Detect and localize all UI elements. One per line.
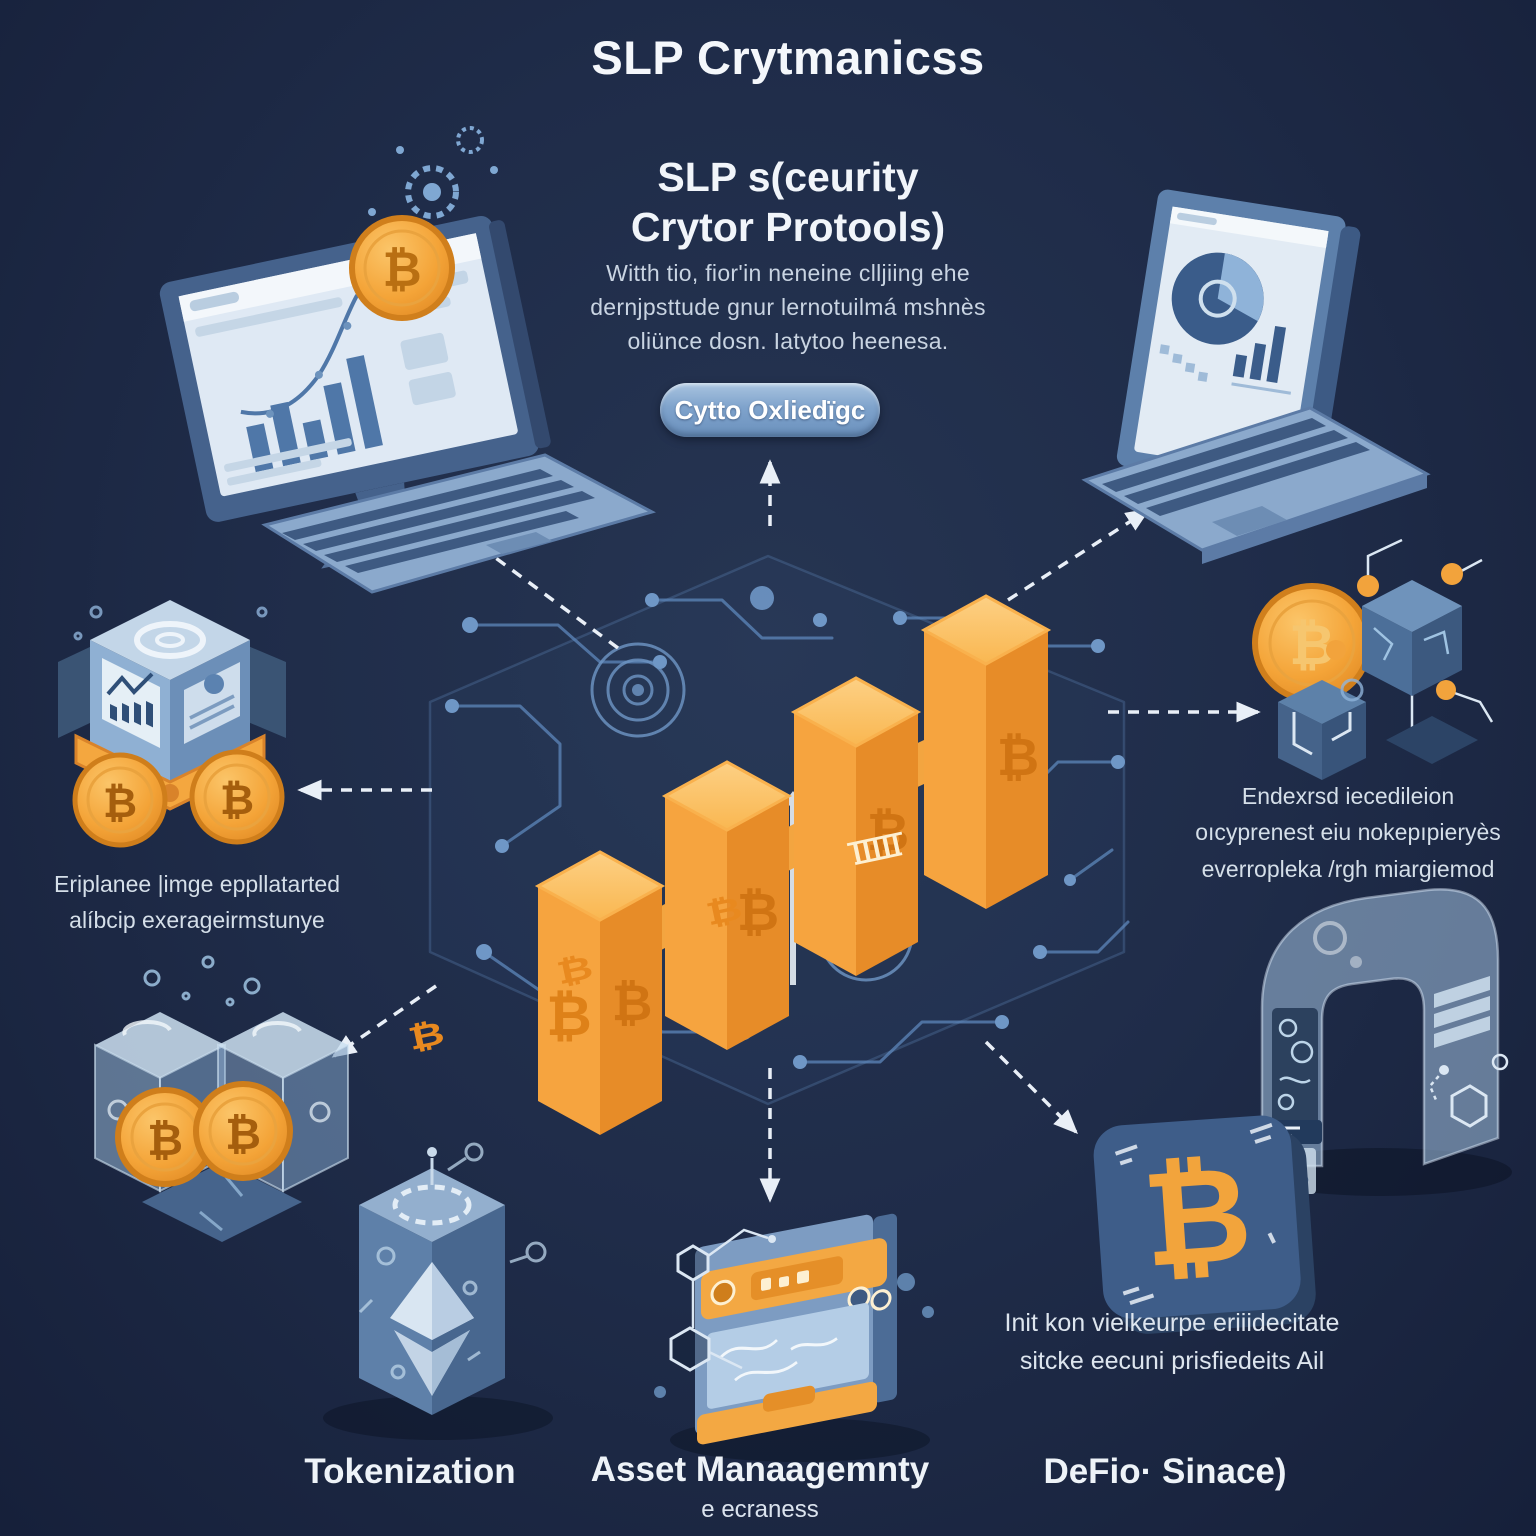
right-note-line-3: everropleka /rgh miargiemod [1201,855,1495,882]
bottom-right-note: Init kon vielkeurpe eriiidecitate sitcke… [952,1304,1392,1380]
label-tokenization: Tokenization [304,1452,516,1491]
eth-block-top [359,1168,505,1242]
monitor-illustration: ₿ [159,126,656,594]
intro-line-3: oliünce dosn. Iatytoo heenesa. [627,328,949,355]
card-face [1093,1115,1301,1319]
block-4: ₿ [846,594,1052,909]
label-asset-management: Asset Manaagemnty e ecraness [580,1450,940,1524]
bubbles [73,605,268,641]
page-title-text: SLP Crytmanicss [591,31,985,84]
bitcoin-icon: ₿ [703,890,746,934]
keyboard [261,453,656,594]
label-defi: DeFio· Sinace) [1043,1452,1287,1491]
platform-tile [1386,716,1478,764]
right-note-line-2: oıcyprenest eiu nokepıpieryès [1195,819,1501,846]
coin-cubes-illustration: ₿ [1252,538,1494,780]
robot-top-ring [134,621,206,659]
cube-upper [1362,580,1462,696]
bitcoin-icon: ₿ [103,778,137,827]
bitcoin-icon: ₿ [612,974,653,1032]
block-2: ₿ ₿ [553,760,793,1050]
circuit-spiral-left [590,642,686,738]
bitcoin-coin-wheel: ₿ [72,752,168,848]
arrow-to-glass-cubes [331,984,437,1058]
bitcoin-coin-wheel: ₿ [189,749,285,845]
bubbles [143,955,261,1007]
page-title: SLP Crytmanicss [268,30,1308,85]
right-note-line-1: Endexrsd iecedileion [1241,783,1455,809]
top-ring [392,1184,472,1226]
arch-body [1260,888,1500,1168]
eth-block-illustration [323,1142,553,1440]
console-screen [707,1303,869,1409]
screen-bar-chart [1232,325,1286,383]
bitcoin-icon: ₿ [997,728,1039,788]
ethereum-icon [390,1262,474,1396]
label-asset-management-sub: e ecraness [701,1496,819,1523]
subtitle-line-1: SLP s(ceurity [657,154,919,200]
arch-right-panel [1428,976,1509,1128]
bitcoin-icon: ₿ [220,775,254,824]
console-tray [697,1381,877,1445]
laptop-illustration [1081,189,1431,564]
console-illustration [654,1213,934,1462]
bitcoin-icon: ₿ [225,1109,261,1160]
intro-line-1: Witth tio, fior'in neneine clljiing ehe [606,260,970,286]
bitcoin-icon: ₿ [737,883,779,943]
intro-line-2: dernjpsttude gnur lernotuilmá mshnès [590,294,986,321]
cart-icon [846,831,903,866]
arrow-to-laptop [1007,508,1151,602]
subtitle-line-2: Crytor Protools) [630,204,946,251]
screen-pie-chart [1171,252,1264,345]
robot-chart-panel [102,658,160,748]
left-note: Eriplanee |imge eppllatarted alíbcip exe… [12,866,382,939]
left-note-line-1: Eriplanee |imge eppllatarted [54,871,340,897]
btc-card-illustration: ₿ [1093,1115,1316,1334]
bitcoin-icon: ₿ [147,1115,183,1166]
bitcoin-icon: ₿ [1138,1137,1256,1298]
robot-screen-panel [184,662,240,744]
touchpad [486,532,552,554]
glass-cubes-illustration: ₿ ₿ [94,955,349,1242]
hexagon-icon [669,1244,711,1372]
left-note-line-2: alíbcip exerageirmstunye [69,907,325,934]
laptop-keyboard [1081,406,1431,564]
cube-lower [1278,680,1366,780]
arrow-to-btc-card [984,1040,1078,1134]
blockchain-blocks: ₿ ₿ ₿ ₿ ₿ ₿ ₿ [405,594,1052,1135]
orange-nodes [1326,563,1463,700]
bitcoin-icon: ₿ [553,949,596,993]
bottom-right-note-line-2: sitcke eecuni prisfiedeits Ail [1019,1347,1325,1375]
bitcoin-icon: ₿ [405,1014,448,1058]
block-1: ₿ ₿ ₿ [405,850,666,1135]
bitcoin-icon: ₿ [382,242,421,298]
robot-illustration: ₿ ₿ [58,600,286,848]
bitcoin-coin: ₿ [349,215,455,321]
hexagon-links [691,1228,769,1370]
gear-icon [368,126,498,253]
bitcoin-coin: ₿ [193,1081,293,1181]
intro-paragraph: Witth tio, fior'in neneine clljiing ehe … [458,256,1118,358]
robot-body-top [90,600,250,680]
crypto-pill-button[interactable]: Cytto Oxliedïgc [660,383,880,437]
bottom-right-note-line-1: Init kon vielkeurpe eriiidecitate [1004,1309,1340,1337]
section-subtitle: SLP s(ceurity Crytor Protools) [418,152,1158,252]
glyph-dots [358,1142,547,1380]
bitcoin-icon: ₿ [546,984,592,1049]
right-note: Endexrsd iecedileion oıcyprenest eiu nok… [1160,778,1536,887]
bitcoin-coin-large: ₿ [1252,583,1372,703]
card-corner-ticks [1114,1122,1276,1306]
